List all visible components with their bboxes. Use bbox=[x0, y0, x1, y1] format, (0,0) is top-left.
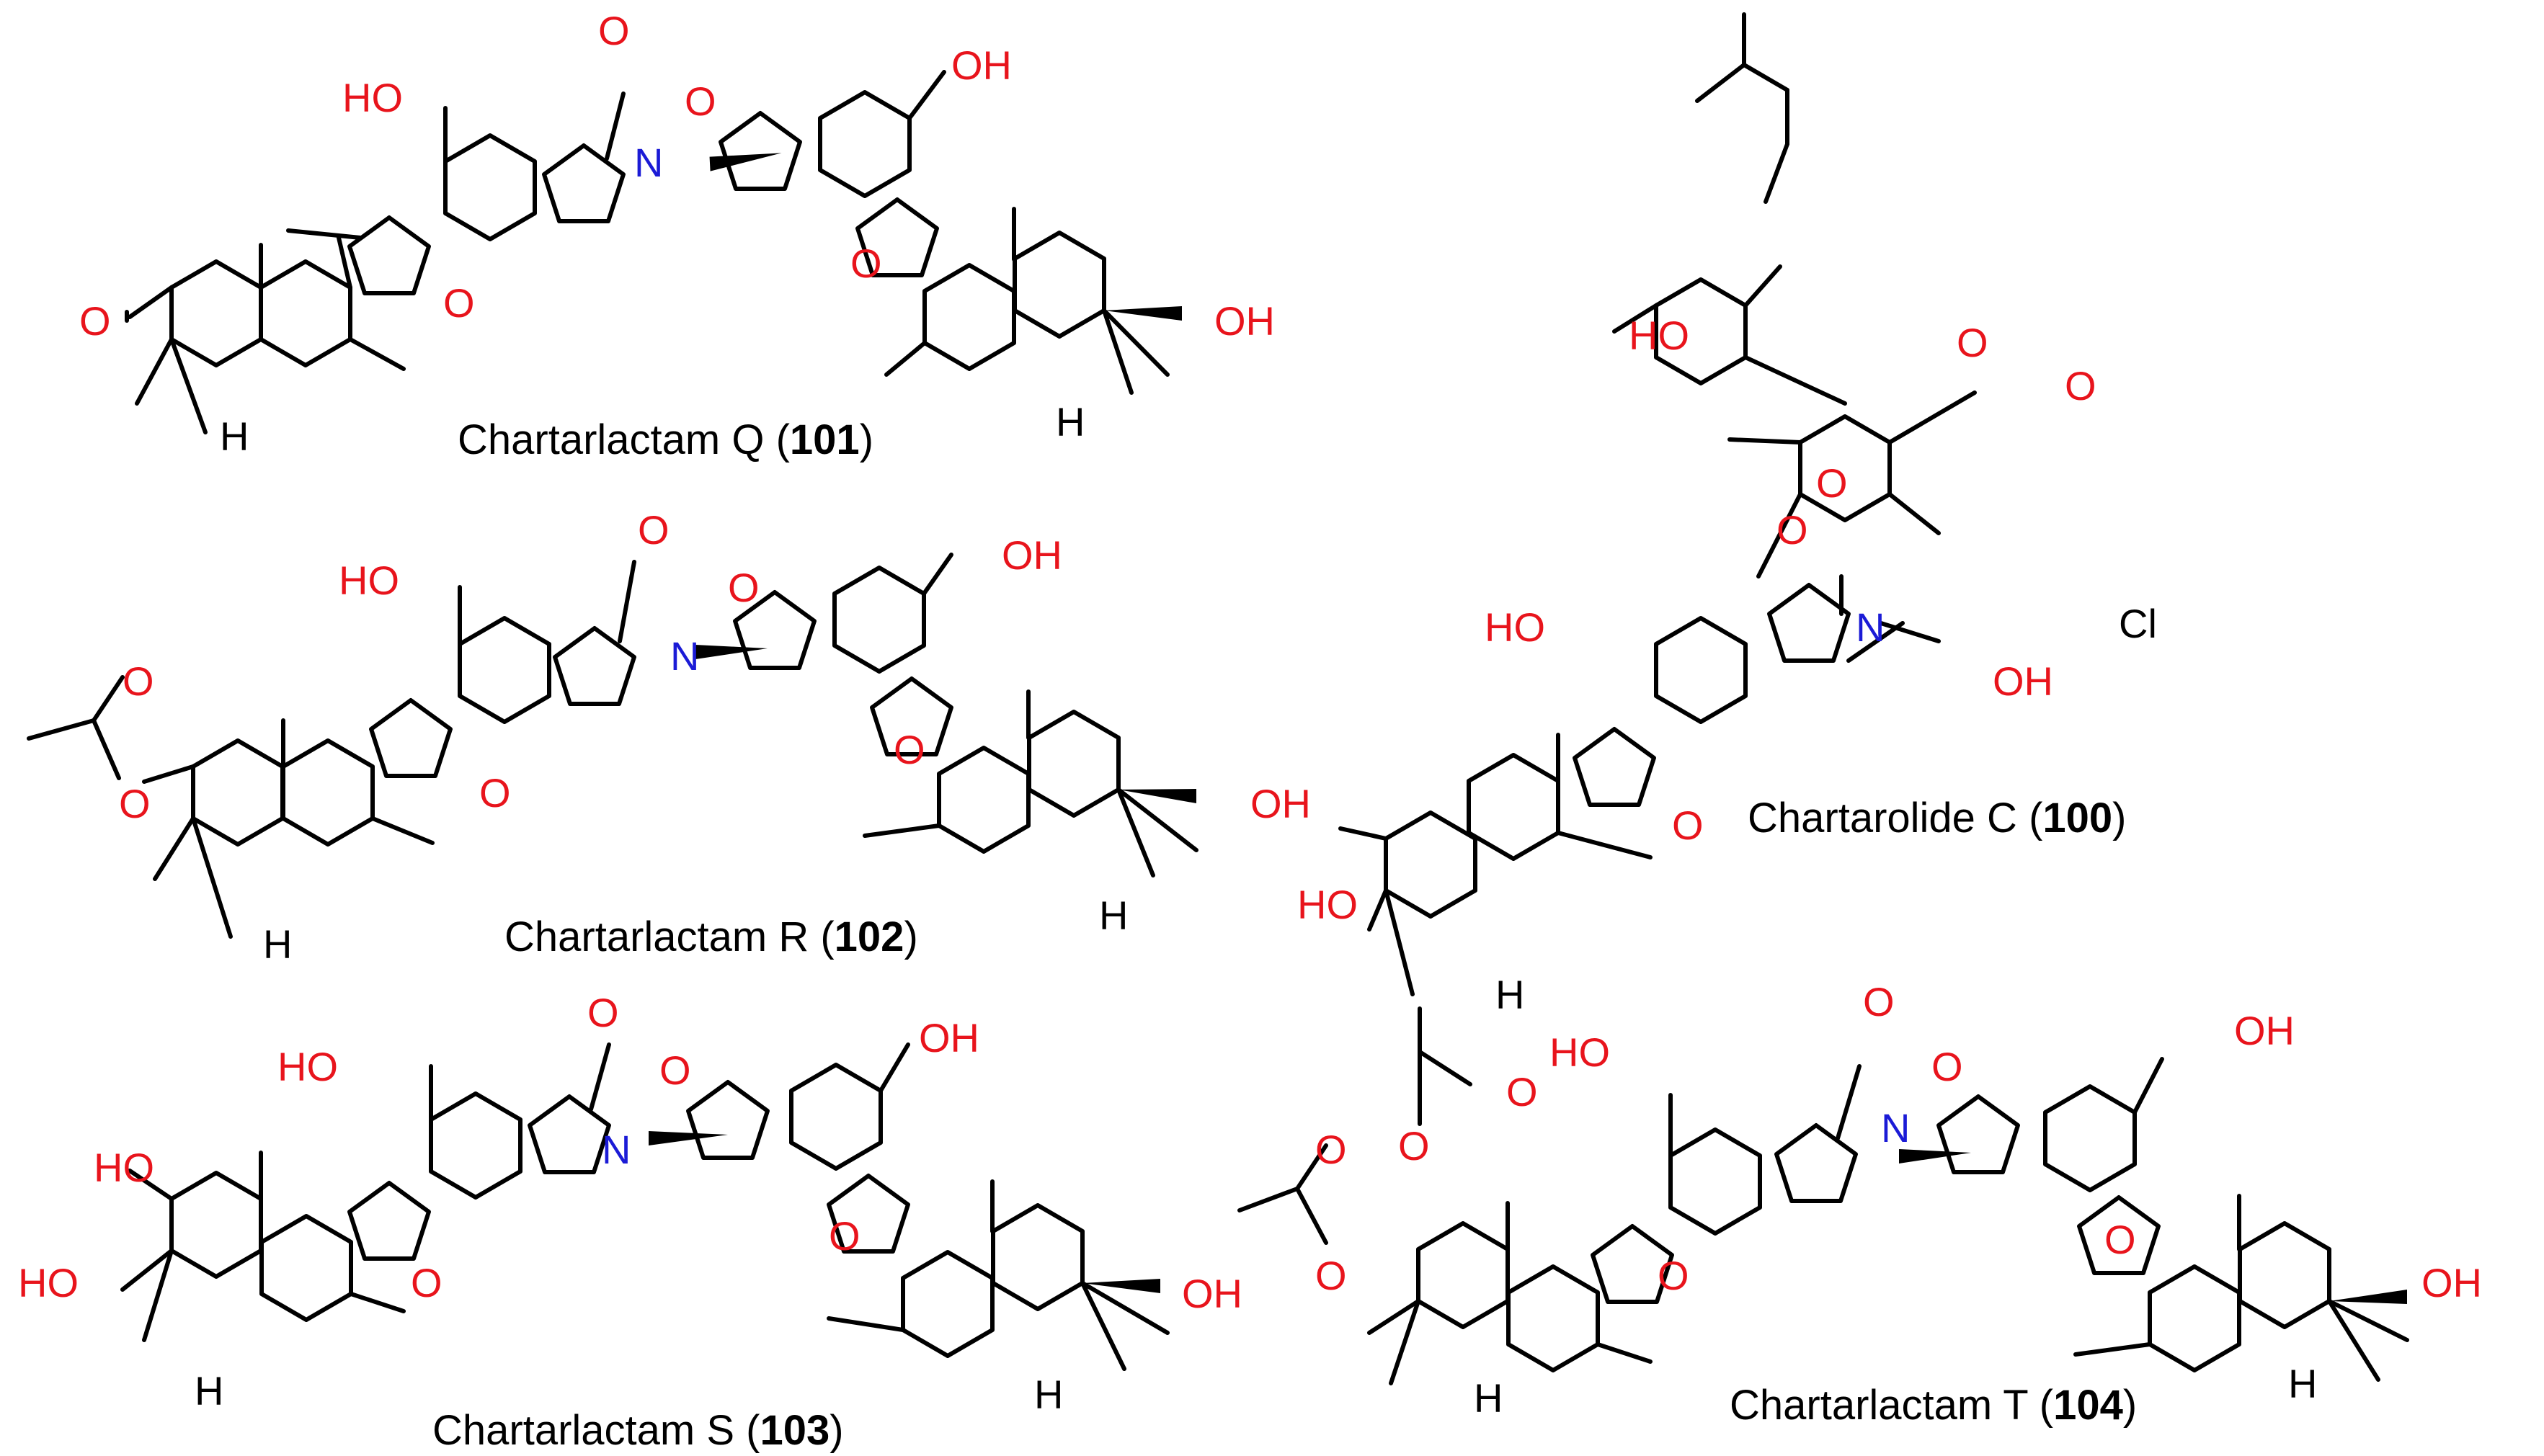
atom-label-o: O bbox=[894, 727, 925, 772]
atom-label-o: O bbox=[1776, 507, 1808, 553]
caption-chartarlactam-r: Chartarlactam R (102) bbox=[504, 914, 918, 960]
atom-label-o: O bbox=[1506, 1069, 1538, 1115]
atom-label-ho: HO bbox=[277, 1044, 338, 1089]
atom-label-ho: HO bbox=[1485, 604, 1545, 650]
compound-name: Chartarolide C bbox=[1748, 795, 2017, 841]
atom-label-o: O bbox=[1315, 1253, 1347, 1298]
atom-label-o: O bbox=[659, 1048, 691, 1093]
atom-label-oh: OH bbox=[1214, 298, 1275, 344]
atom-label-oh: OH bbox=[1002, 532, 1062, 578]
compound-number: 100 bbox=[2042, 795, 2112, 841]
compound-number: 102 bbox=[835, 914, 904, 960]
atom-label-o: O bbox=[587, 990, 619, 1035]
atom-label-h: H bbox=[1034, 1372, 1063, 1417]
compound-number: 101 bbox=[790, 416, 860, 463]
atom-label-h: H bbox=[195, 1368, 223, 1413]
atom-label-o: O bbox=[1315, 1127, 1347, 1172]
atom-label-n: N bbox=[670, 633, 699, 679]
compound-name: Chartarlactam Q bbox=[458, 416, 764, 463]
atom-label-h: H bbox=[220, 414, 249, 459]
atom-label-o: O bbox=[2104, 1217, 2136, 1262]
atom-label-ho: HO bbox=[1629, 313, 1689, 358]
atom-label-h: H bbox=[2288, 1361, 2317, 1406]
atom-label-ho: HO bbox=[339, 558, 399, 603]
atom-label-h: H bbox=[1099, 893, 1128, 938]
atom-label-h: H bbox=[1056, 399, 1085, 445]
atom-label-o: O bbox=[829, 1213, 860, 1259]
atom-label-o: O bbox=[638, 507, 670, 553]
atom-label-n: N bbox=[602, 1127, 631, 1172]
caption-chartarolide-c: Chartarolide C (100) bbox=[1748, 795, 2127, 841]
structure-chartarlactam-r bbox=[27, 553, 1198, 939]
caption-chartarlactam-s: Chartarlactam S (103) bbox=[432, 1407, 844, 1454]
atom-label-o: O bbox=[123, 658, 154, 704]
structure-chartarolide-c bbox=[1338, 12, 1977, 996]
atom-label-h: H bbox=[1495, 972, 1524, 1017]
atom-label-o: O bbox=[1658, 1253, 1689, 1298]
atom-labels: HO O N O OH O O O OH H H HO O O O O N HO… bbox=[18, 8, 2482, 1421]
structure-chartarlactam-s bbox=[120, 1042, 1170, 1371]
atom-label-n: N bbox=[1856, 604, 1885, 650]
atom-label-o: O bbox=[79, 298, 111, 344]
compound-name: Chartarlactam T bbox=[1730, 1382, 2028, 1429]
atom-label-o: O bbox=[479, 770, 511, 816]
structure-chartarlactam-q-right-unit bbox=[709, 70, 1182, 395]
atom-label-h: H bbox=[1474, 1375, 1503, 1421]
compound-number: 103 bbox=[760, 1407, 830, 1454]
caption-chartarlactam-q: Chartarlactam Q (101) bbox=[458, 416, 873, 463]
atom-label-o: O bbox=[685, 79, 716, 124]
atom-label-o: O bbox=[1863, 979, 1895, 1024]
compound-name: Chartarlactam R bbox=[504, 914, 809, 960]
atom-label-o: O bbox=[598, 8, 630, 53]
atom-label-o: O bbox=[1931, 1044, 1963, 1089]
atom-label-o: O bbox=[728, 565, 760, 610]
atom-label-o: O bbox=[119, 781, 151, 826]
atom-label-oh: OH bbox=[2421, 1260, 2482, 1305]
atom-label-oh: OH bbox=[1250, 781, 1311, 826]
compound-number: 104 bbox=[2053, 1382, 2123, 1429]
atom-label-ho: HO bbox=[18, 1260, 79, 1305]
atom-label-o: O bbox=[411, 1260, 442, 1305]
atom-label-o: O bbox=[1957, 320, 1988, 365]
atom-label-o: O bbox=[2065, 363, 2096, 408]
caption-chartarlactam-t: Chartarlactam T (104) bbox=[1730, 1382, 2137, 1429]
atom-label-o: O bbox=[1672, 803, 1704, 848]
atom-label-ho: HO bbox=[1297, 882, 1358, 927]
atom-label-h: H bbox=[263, 921, 292, 967]
atom-label-ho: HO bbox=[94, 1145, 154, 1190]
atom-label-ho: HO bbox=[342, 75, 403, 120]
atom-label-oh: OH bbox=[1993, 658, 2053, 704]
atom-label-cl: Cl bbox=[2119, 601, 2157, 646]
atom-label-n: N bbox=[634, 140, 663, 185]
atom-label-n: N bbox=[1881, 1105, 1910, 1151]
atom-label-oh: OH bbox=[1182, 1271, 1242, 1316]
atom-label-o: O bbox=[443, 280, 475, 326]
atom-label-oh: OH bbox=[951, 43, 1012, 88]
compound-captions: Chartarlactam Q (101) Chartarolide C (10… bbox=[432, 416, 2137, 1454]
atom-label-o: O bbox=[850, 241, 882, 286]
compound-name: Chartarlactam S bbox=[432, 1407, 734, 1454]
atom-label-oh: OH bbox=[2234, 1008, 2295, 1053]
structure-chartarlactam-q bbox=[125, 91, 626, 434]
atom-label-o: O bbox=[1398, 1123, 1430, 1169]
structure-chartarlactam-t bbox=[1237, 1006, 2409, 1385]
atom-label-o: O bbox=[1816, 460, 1848, 506]
atom-label-oh: OH bbox=[919, 1015, 979, 1060]
atom-label-ho: HO bbox=[1549, 1030, 1610, 1075]
